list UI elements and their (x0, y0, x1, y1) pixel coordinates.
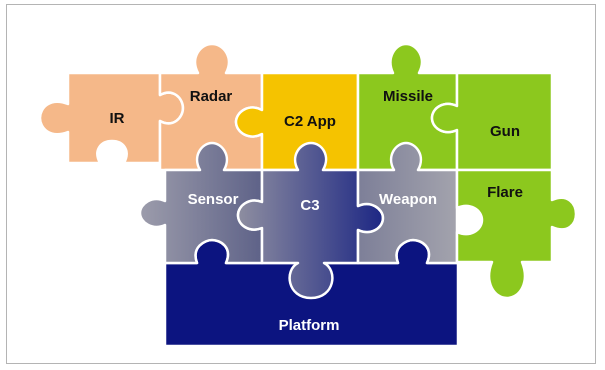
label-radar: Radar (190, 88, 233, 105)
label-ir: IR (110, 110, 125, 127)
puzzle-piece-flare: Flare (455, 168, 578, 300)
label-c3: C3 (300, 197, 319, 214)
label-gun: Gun (490, 123, 520, 140)
puzzle-piece-radar: Radar (158, 42, 264, 172)
puzzle-piece-ir: IR (38, 71, 185, 165)
label-sensor: Sensor (188, 191, 239, 208)
label-missile: Missile (383, 88, 433, 105)
label-flare: Flare (487, 184, 523, 201)
puzzle-piece-c3: C3 (236, 141, 385, 300)
puzzle-piece-weapon: Weapon (356, 141, 459, 265)
label-c2-app: C2 App (284, 113, 336, 130)
puzzle-piece-gun: Gun (430, 71, 554, 172)
label-platform: Platform (279, 317, 340, 334)
label-weapon: Weapon (379, 191, 437, 208)
puzzle-piece-c2-app: C2 App (234, 71, 360, 172)
